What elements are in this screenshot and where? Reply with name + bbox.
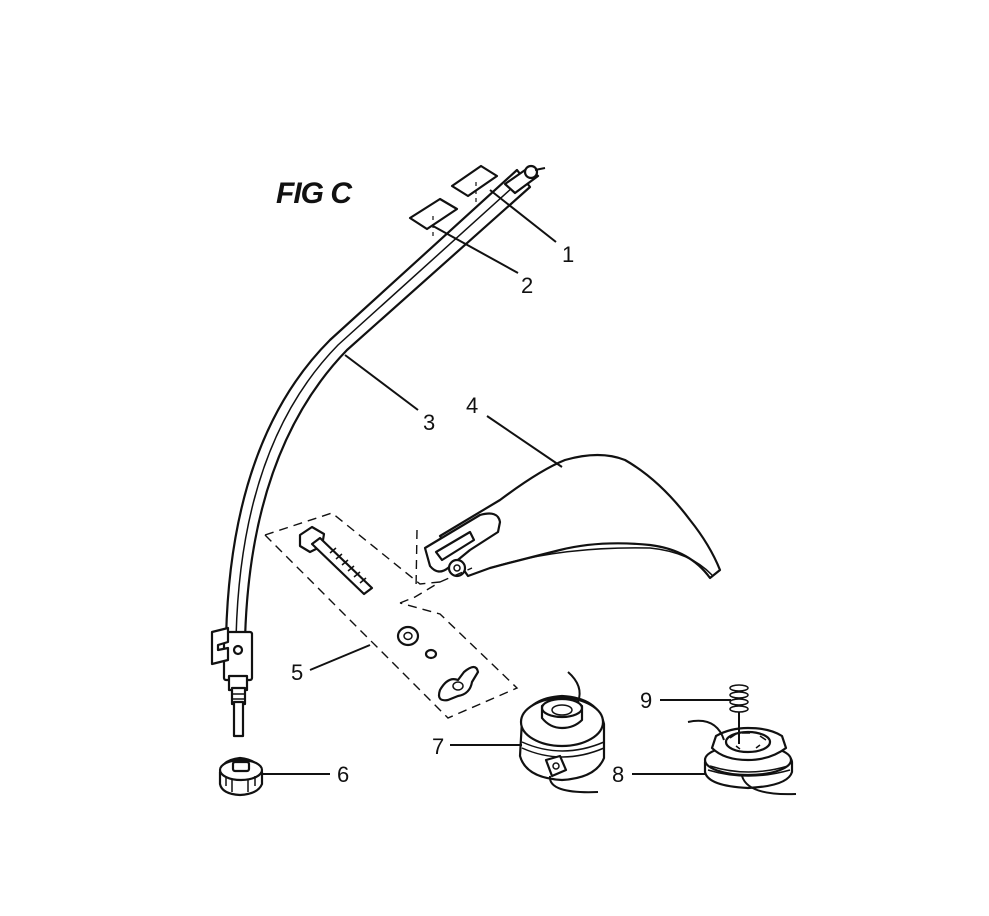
part-7-trimmer-head (518, 671, 606, 794)
callout-3: 3 (423, 410, 435, 435)
part-3-shaft (210, 164, 546, 738)
part-1-label-decal (450, 164, 499, 202)
leader-lines (262, 189, 731, 775)
callout-4: 4 (466, 393, 478, 418)
callout-7: 7 (432, 734, 444, 759)
figure-title: FIG C (276, 177, 353, 210)
lock-washer (424, 648, 438, 660)
part-6-adapter-nut (218, 756, 264, 797)
callout-9: 9 (640, 688, 652, 713)
callout-5: 5 (291, 660, 303, 685)
part-8-spool (687, 719, 797, 796)
part-4-shield (423, 453, 722, 580)
washer (396, 625, 420, 647)
part-5-hardware-kit (264, 512, 519, 719)
callout-6: 6 (337, 762, 349, 787)
bolt (298, 525, 374, 596)
callout-1: 1 (562, 242, 574, 267)
wing-nut (437, 665, 480, 702)
callout-2: 2 (521, 273, 533, 298)
part-9-spring (729, 684, 749, 744)
callout-8: 8 (612, 762, 624, 787)
